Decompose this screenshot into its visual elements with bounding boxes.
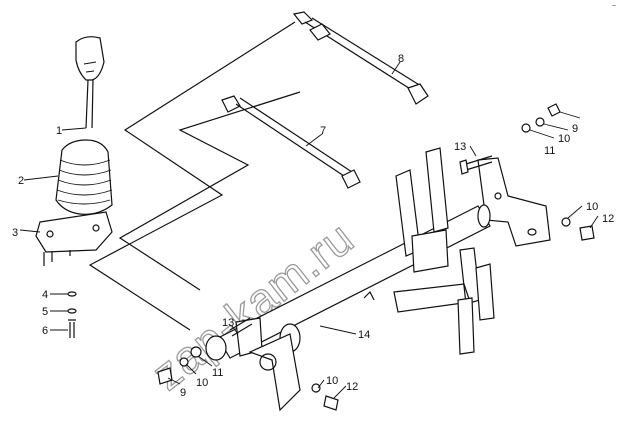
- right-bracket-assembly: [459, 103, 595, 247]
- label-part-1: 1: [56, 125, 62, 137]
- label-part-6: 6: [42, 325, 48, 337]
- label-part-11-lower: 11: [212, 367, 223, 379]
- label-part-7: 7: [320, 125, 326, 137]
- rod-8: [292, 11, 429, 105]
- diagram-outline-frame: [88, 21, 301, 331]
- label-part-4: 4: [42, 289, 48, 301]
- label-part-3: 3: [12, 227, 18, 239]
- label-part-10-upper: 10: [558, 133, 570, 145]
- main-shaft-14: [157, 147, 495, 412]
- label-part-13-lower: 13: [222, 317, 234, 329]
- label-part-13-upper: 13: [454, 141, 466, 153]
- rod-7: [221, 95, 361, 189]
- label-part-14: 14: [358, 329, 370, 341]
- corner-mark: ~: [612, 3, 616, 10]
- label-part-10-lower-right: 10: [326, 375, 338, 387]
- label-part-8: 8: [398, 53, 404, 65]
- label-part-9-lower: 9: [180, 387, 186, 399]
- label-part-10-right: 10: [586, 201, 598, 213]
- label-part-5: 5: [42, 306, 48, 318]
- label-part-2: 2: [18, 175, 24, 187]
- label-part-12-lower: 12: [346, 381, 358, 393]
- label-part-9-upper: 9: [572, 123, 578, 135]
- leader-lines: [19, 61, 599, 399]
- label-part-10-lower-left: 10: [196, 377, 208, 389]
- gear-lever-assembly: [35, 36, 113, 338]
- label-part-12-right: 12: [602, 213, 614, 225]
- label-part-11-upper: 11: [544, 145, 555, 157]
